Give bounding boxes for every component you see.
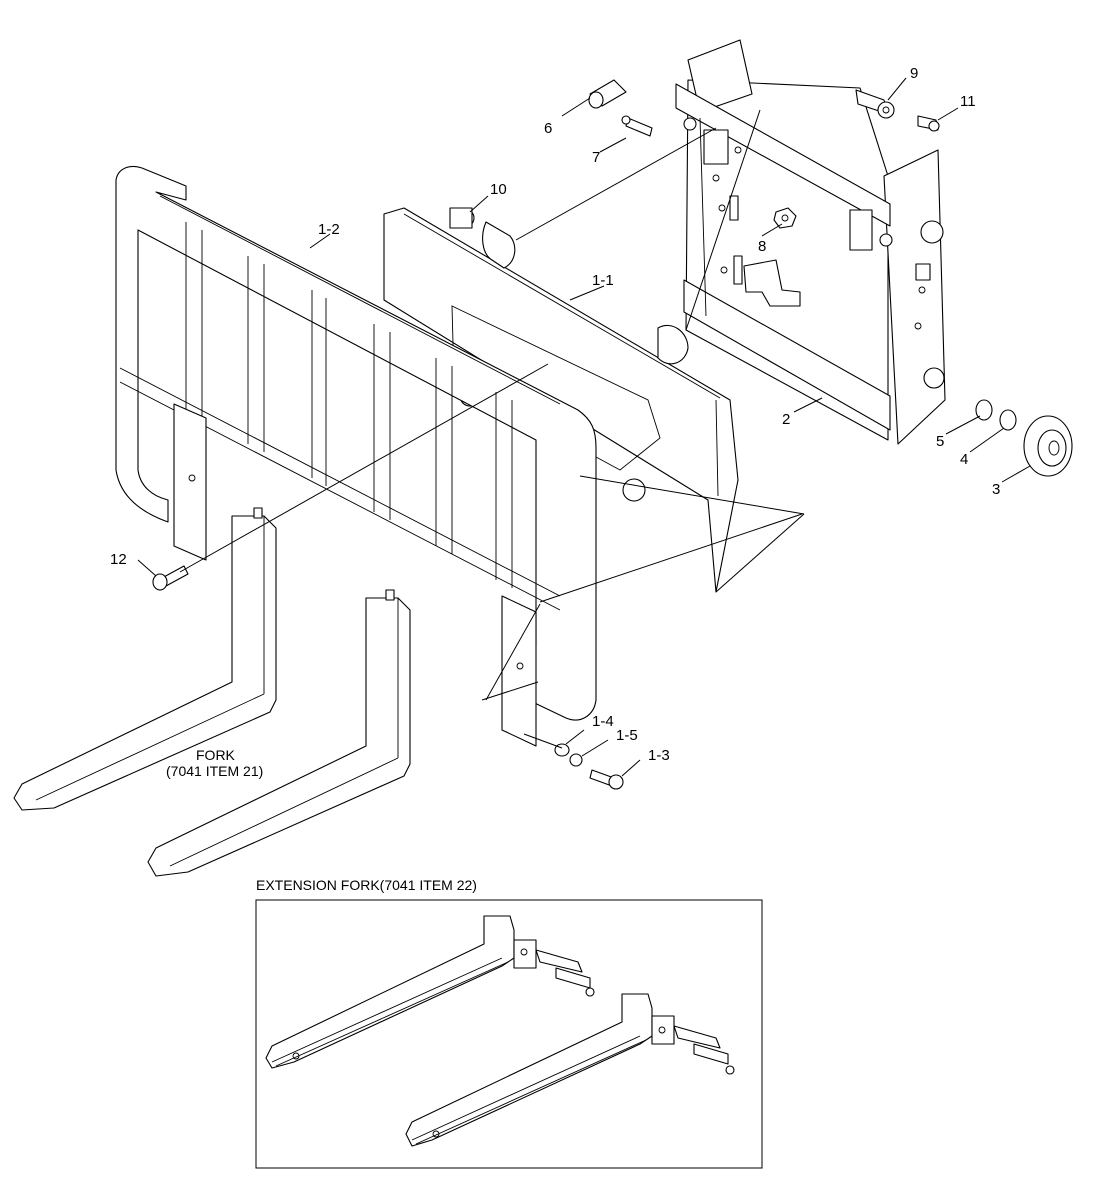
callout-7: 7: [592, 149, 600, 166]
spacer-5: [975, 399, 993, 421]
callout-9: 9: [910, 65, 918, 82]
fork-right: [147, 589, 411, 877]
bolt-1-3: [589, 769, 624, 790]
callout-1-3: 1-3: [648, 747, 670, 764]
callout-3: 3: [992, 481, 1000, 498]
callout-5: 5: [936, 433, 944, 450]
callout-12: 12: [110, 551, 127, 568]
fork-frame: [115, 165, 597, 747]
callout-labels: 9 11 6 7 10 1-2 8 1-1 2 5 4 3 12 1-4 1-5…: [110, 65, 1000, 764]
fork-label-line1: FORK: [196, 747, 236, 763]
callout-2: 2: [782, 411, 790, 428]
pin-6: [588, 79, 627, 109]
extension-fork-upper: [265, 915, 595, 1069]
callout-4: 4: [960, 451, 968, 468]
bolt-12: [152, 565, 189, 591]
bolt-7: [621, 115, 653, 137]
washer-1-5: [569, 753, 583, 767]
callout-6: 6: [544, 120, 552, 137]
carriage-plate: [675, 39, 946, 445]
nut-8: [773, 207, 797, 229]
callout-10: 10: [490, 181, 507, 198]
callout-8: 8: [758, 238, 766, 255]
fork-left: [13, 507, 277, 811]
fork-label-line2: (7041 ITEM 21): [166, 763, 263, 779]
leader-lines: [137, 77, 1031, 777]
callout-1-2: 1-2: [318, 221, 340, 238]
callout-11: 11: [960, 93, 976, 110]
callout-1-4: 1-4: [592, 713, 614, 730]
spacer-4: [999, 409, 1017, 431]
callout-1-5: 1-5: [616, 727, 638, 744]
callout-1-1: 1-1: [592, 272, 614, 289]
extension-fork-lower: [405, 993, 735, 1147]
extension-inset-title: EXTENSION FORK(7041 ITEM 22): [256, 877, 477, 893]
roller-bearing-3: [1023, 415, 1073, 477]
bolt-11: [917, 115, 940, 132]
bushing-10: [449, 207, 475, 229]
pin-9: [855, 89, 895, 119]
extension-inset-frame: [255, 899, 763, 1169]
